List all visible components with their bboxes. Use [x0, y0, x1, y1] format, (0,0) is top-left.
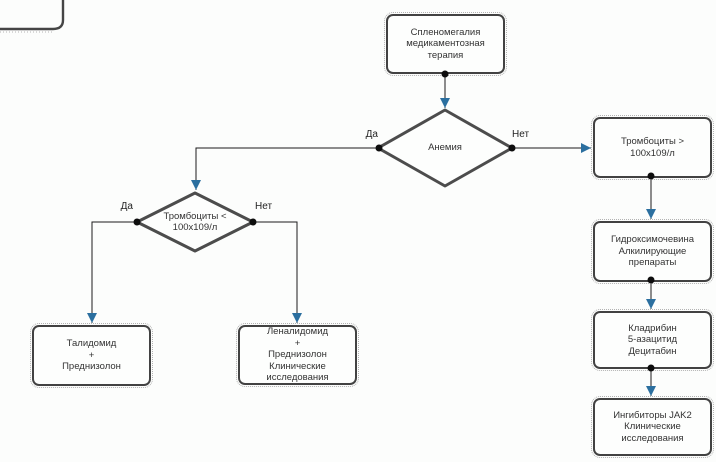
node-lenalidomide-label: Леналидомид + Преднизолон Клинические ис… — [266, 326, 329, 384]
node-jak2-label: Ингибиторы JAK2 Клинические исследования — [613, 409, 692, 444]
edge-platelets-no — [253, 221, 302, 323]
node-lenalidomide[interactable]: Леналидомид + Преднизолон Клинические ис… — [236, 323, 359, 387]
clipped-node-corner[interactable] — [0, 0, 65, 31]
junction-dot — [133, 218, 141, 226]
edge-platelets-yes — [87, 221, 137, 323]
node-platelets-high[interactable]: Тромбоциты > 100x109/л — [591, 115, 714, 180]
junction-dot — [508, 144, 516, 152]
node-start[interactable]: Спленомегалия медикаментозная терапия — [384, 12, 507, 76]
node-platelets-high-label: Тромбоциты > 100x109/л — [620, 135, 685, 159]
decision-platelets-low-label: Тромбоциты < 100x109/л — [163, 210, 227, 233]
node-cladribine[interactable]: Кладрибин 5-азацитид Децитабин — [591, 309, 714, 371]
node-jak2[interactable]: Ингибиторы JAK2 Клинические исследования — [591, 396, 714, 458]
node-thalidomide[interactable]: Талидомид + Преднизолон — [30, 323, 153, 388]
node-hydroxyurea-label: Гидроксимочевина Алкилирующие препараты — [610, 234, 695, 269]
node-cladribine-label: Кладрибин 5-азацитид Децитабин — [627, 322, 678, 357]
node-hydroxyurea[interactable]: Гидроксимочевина Алкилирующие препараты — [591, 219, 714, 284]
edge-anemia-yes — [191, 147, 379, 190]
decision-anemia-label: Анемия — [428, 142, 462, 154]
edge-label-platelets-no: Нет — [255, 201, 273, 212]
edge-label-anemia-no: Нет — [512, 129, 530, 140]
edge-label-platelets-yes: Да — [120, 201, 133, 212]
node-thalidomide-label: Талидомид + Преднизолон — [62, 338, 121, 373]
junction-dot — [375, 144, 383, 152]
junction-dot — [249, 218, 257, 226]
edge-label-anemia-yes: Да — [365, 129, 378, 140]
node-start-label: Спленомегалия медикаментозная терапия — [406, 26, 485, 61]
